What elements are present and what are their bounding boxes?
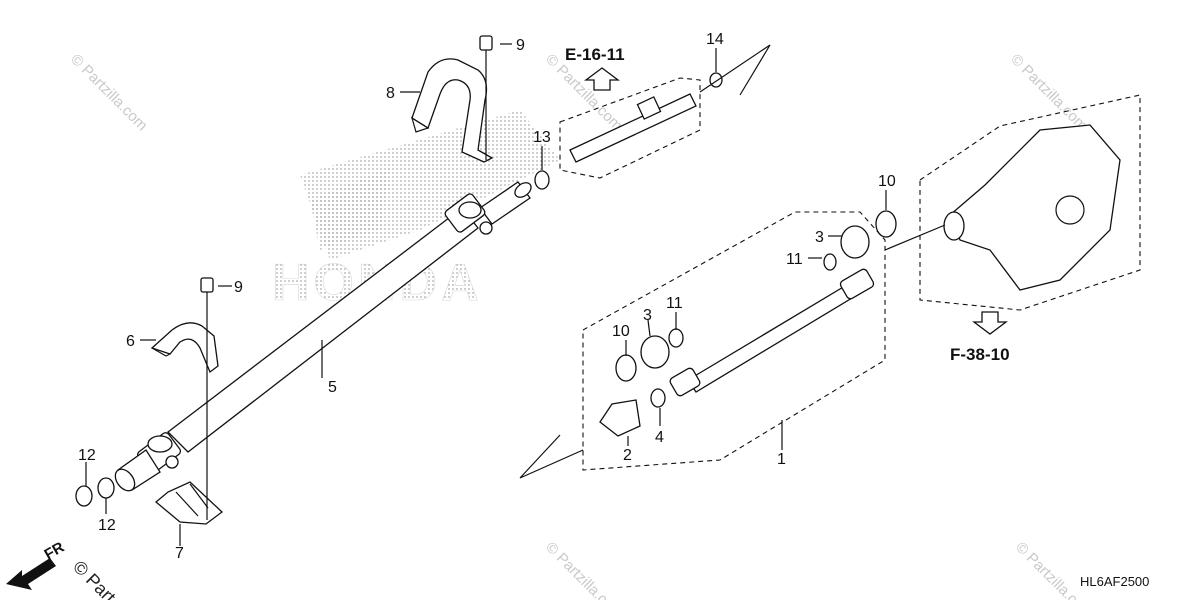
- callout-5: 5: [328, 379, 337, 396]
- o-ring: [534, 170, 550, 190]
- callout-3: 3: [643, 307, 652, 324]
- watermarks: © Partzilla.com © Partzilla.com © Partzi…: [67, 51, 1095, 600]
- callout-6: 6: [126, 333, 135, 350]
- callout-12: 12: [78, 447, 96, 464]
- lower-bracket: [150, 322, 219, 374]
- callout-4: 4: [655, 429, 664, 446]
- callout-8: 8: [386, 85, 395, 102]
- drive-shaft-assembly: [519, 210, 897, 479]
- callout-11: 11: [666, 295, 683, 312]
- reference-upper[interactable]: E-16-11: [565, 45, 625, 64]
- callout-1: 1: [777, 451, 786, 468]
- callout-12: 12: [98, 517, 116, 534]
- callout-7: 7: [175, 545, 184, 562]
- bolts: [200, 35, 493, 520]
- watermark: © Partzilla.com: [67, 51, 150, 134]
- watermark: © Partzilla.com: [1012, 539, 1095, 600]
- mounting-plate: [154, 481, 224, 525]
- callout-11: 11: [786, 251, 803, 268]
- watermark: © Partzilla.com: [1007, 51, 1090, 134]
- leader-lines: [85, 43, 887, 546]
- callout-13: 13: [533, 129, 551, 146]
- reference-arrow-up-icon: [584, 67, 620, 91]
- honda-wing-logo: HONDA: [272, 110, 560, 312]
- front-label: FR: [42, 539, 68, 564]
- upper-bracket: [410, 58, 494, 163]
- callout-numbers: 1 2 3 3 4 5 6 7 8 9 9 10 10 11 11 12 12 …: [78, 31, 896, 562]
- callout-10: 10: [612, 323, 630, 340]
- callout-14: 14: [706, 31, 724, 48]
- diagram-code: HL6AF2500: [1080, 574, 1149, 589]
- output-shaft-group: [559, 44, 771, 179]
- reference-lower[interactable]: F-38-10: [950, 345, 1010, 364]
- o-ring: [75, 485, 93, 507]
- o-ring: [97, 477, 115, 499]
- watermark-partial: © Part: [69, 557, 119, 600]
- front-direction-indicator: FR: [6, 539, 67, 590]
- callout-9: 9: [234, 279, 243, 296]
- final-gear-case-group: [884, 94, 1141, 311]
- callout-3: 3: [815, 229, 824, 246]
- callout-9: 9: [516, 37, 525, 54]
- callout-10: 10: [878, 173, 896, 190]
- propeller-shaft: [114, 181, 532, 492]
- reference-arrow-down-icon: [972, 311, 1008, 335]
- watermark: © Partzilla.com: [542, 539, 625, 600]
- callout-2: 2: [623, 447, 632, 464]
